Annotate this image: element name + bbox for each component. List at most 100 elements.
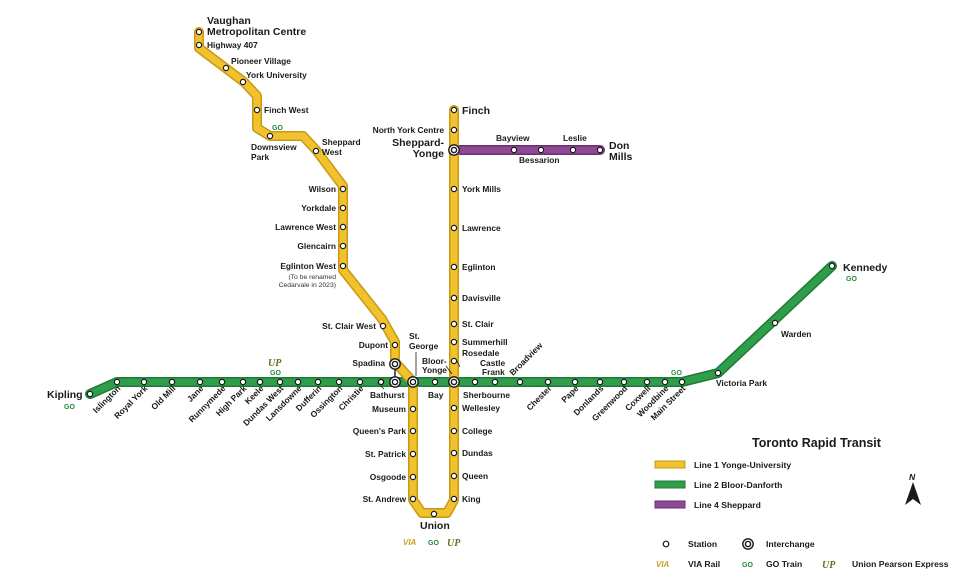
station-dot-eglinton[interactable] (450, 263, 458, 271)
interchange-sheppard-yonge[interactable] (448, 144, 460, 156)
label-sherbourne: Sherbourne (463, 390, 510, 400)
legend-swatch-line-2 (654, 480, 686, 489)
station-dot-king[interactable] (450, 495, 458, 503)
label-rosedale: Rosedale (462, 348, 500, 358)
station-dot-old-mill[interactable] (168, 378, 176, 386)
station-dot-davisville[interactable] (450, 294, 458, 302)
station-dot-pape[interactable] (571, 378, 579, 386)
station-dot-museum[interactable] (409, 405, 417, 413)
label-wellesley: Wellesley (462, 403, 500, 413)
station-dot-runnymede[interactable] (218, 378, 226, 386)
label-st-george-1: St. (409, 331, 420, 341)
station-dot-york-university[interactable] (239, 78, 247, 86)
station-dot-greenwood[interactable] (620, 378, 628, 386)
interchange-st-george[interactable] (407, 376, 419, 388)
station-dot-st-andrew[interactable] (409, 495, 417, 503)
station-dot-islington[interactable] (113, 378, 121, 386)
label-castle-frank-2: Frank (482, 367, 505, 377)
station-dot-college[interactable] (450, 427, 458, 435)
station-dot-castle-frank[interactable] (491, 378, 499, 386)
legend: Toronto Rapid Transit Line 1 Yonge-Unive… (654, 436, 949, 571)
station-dot-wilson[interactable] (339, 185, 347, 193)
station-dot-vaughan[interactable] (195, 28, 203, 36)
station-dot-york-mills[interactable] (450, 185, 458, 193)
label-lawrence-west: Lawrence West (275, 222, 336, 232)
station-dot-bayview[interactable] (510, 146, 518, 154)
interchange-spadina[interactable] (389, 358, 401, 388)
label-warden: Warden (781, 329, 811, 339)
station-dot-dundas-west[interactable] (276, 378, 284, 386)
legend-up-express-icon: UP (822, 560, 836, 571)
interchange-bathurst[interactable] (377, 378, 385, 386)
label-dupont: Dupont (359, 340, 389, 350)
label-bayview: Bayview (496, 133, 530, 143)
go-train-icon-bloor: GO (270, 370, 281, 377)
station-dot-sherbourne[interactable] (471, 378, 479, 386)
station-dot-chester[interactable] (544, 378, 552, 386)
label-bay: Bay (428, 390, 444, 400)
station-dot-sheppard-west[interactable] (312, 147, 320, 155)
station-dot-main-street[interactable] (678, 378, 686, 386)
station-dot-queen[interactable] (450, 472, 458, 480)
legend-via-rail-icon: VIA (656, 560, 670, 569)
station-dot-bessarion[interactable] (537, 146, 545, 154)
station-dot-finch-west[interactable] (253, 106, 261, 114)
label-eglinton-west-note-2: Cedarvale in 2023) (279, 282, 336, 289)
label-sheppard-west-1: Sheppard (322, 137, 361, 147)
station-dot-st-clair[interactable] (450, 320, 458, 328)
station-dot-kipling[interactable] (86, 390, 94, 398)
station-dot-highway-407[interactable] (195, 41, 203, 49)
station-dot-downsview-park[interactable] (266, 132, 274, 140)
station-dot-coxwell[interactable] (643, 378, 651, 386)
station-dot-lawrence[interactable] (450, 224, 458, 232)
label-davisville: Davisville (462, 293, 501, 303)
label-st-clair-west: St. Clair West (322, 321, 376, 331)
station-dot-lansdowne[interactable] (294, 378, 302, 386)
station-dot-leslie[interactable] (569, 146, 577, 154)
station-dot-high-park[interactable] (239, 378, 247, 386)
station-dot-st-clair-west[interactable] (379, 322, 387, 330)
station-dot-victoria-park[interactable] (714, 369, 722, 377)
station-dot-north-york-centre[interactable] (450, 126, 458, 134)
label-bessarion: Bessarion (519, 155, 560, 165)
station-dot-st-patrick[interactable] (409, 450, 417, 458)
station-dot-queens-park[interactable] (409, 427, 417, 435)
station-dot-eglinton-west[interactable] (339, 262, 347, 270)
go-train-icon-kennedy: GO (846, 276, 857, 283)
station-dot-christie[interactable] (356, 378, 364, 386)
interchange-bloor-yonge[interactable] (448, 376, 460, 388)
station-dot-jane[interactable] (196, 378, 204, 386)
station-labels: Vaughan Metropolitan Centre Highway 407 … (47, 15, 888, 532)
label-queens-park: Queen's Park (353, 426, 407, 436)
station-dot-warden[interactable] (771, 319, 779, 327)
station-dot-dupont[interactable] (391, 341, 399, 349)
north-arrow-icon (905, 482, 921, 505)
station-dot-dundas[interactable] (450, 449, 458, 457)
station-dot-broadview[interactable] (516, 378, 524, 386)
label-finch-west: Finch West (264, 105, 309, 115)
station-dot-pioneer-village[interactable] (222, 64, 230, 72)
station-dot-union[interactable] (430, 510, 438, 518)
station-dot-lawrence-west[interactable] (339, 223, 347, 231)
label-eglinton: Eglinton (462, 262, 496, 272)
station-dot-summerhill[interactable] (450, 338, 458, 346)
station-dot-donlands[interactable] (596, 378, 604, 386)
station-dot-finch[interactable] (450, 106, 458, 114)
label-kipling: Kipling (47, 389, 83, 401)
station-dot-keele[interactable] (256, 378, 264, 386)
station-dot-ossington[interactable] (335, 378, 343, 386)
station-dot-kennedy[interactable] (828, 262, 836, 270)
station-dot-dufferin[interactable] (314, 378, 322, 386)
legend-label-line-1: Line 1 Yonge-University (694, 460, 791, 470)
station-dot-wellesley[interactable] (450, 404, 458, 412)
label-don-mills-2: Mills (609, 151, 632, 163)
station-dot-glencairn[interactable] (339, 242, 347, 250)
station-dot-osgoode[interactable] (409, 473, 417, 481)
station-dot-yorkdale[interactable] (339, 204, 347, 212)
station-dot-bay[interactable] (431, 378, 439, 386)
label-wilson: Wilson (309, 184, 336, 194)
station-dot-don-mills[interactable] (596, 146, 604, 154)
station-dot-royal-york[interactable] (140, 378, 148, 386)
station-dot-woodbine[interactable] (661, 378, 669, 386)
